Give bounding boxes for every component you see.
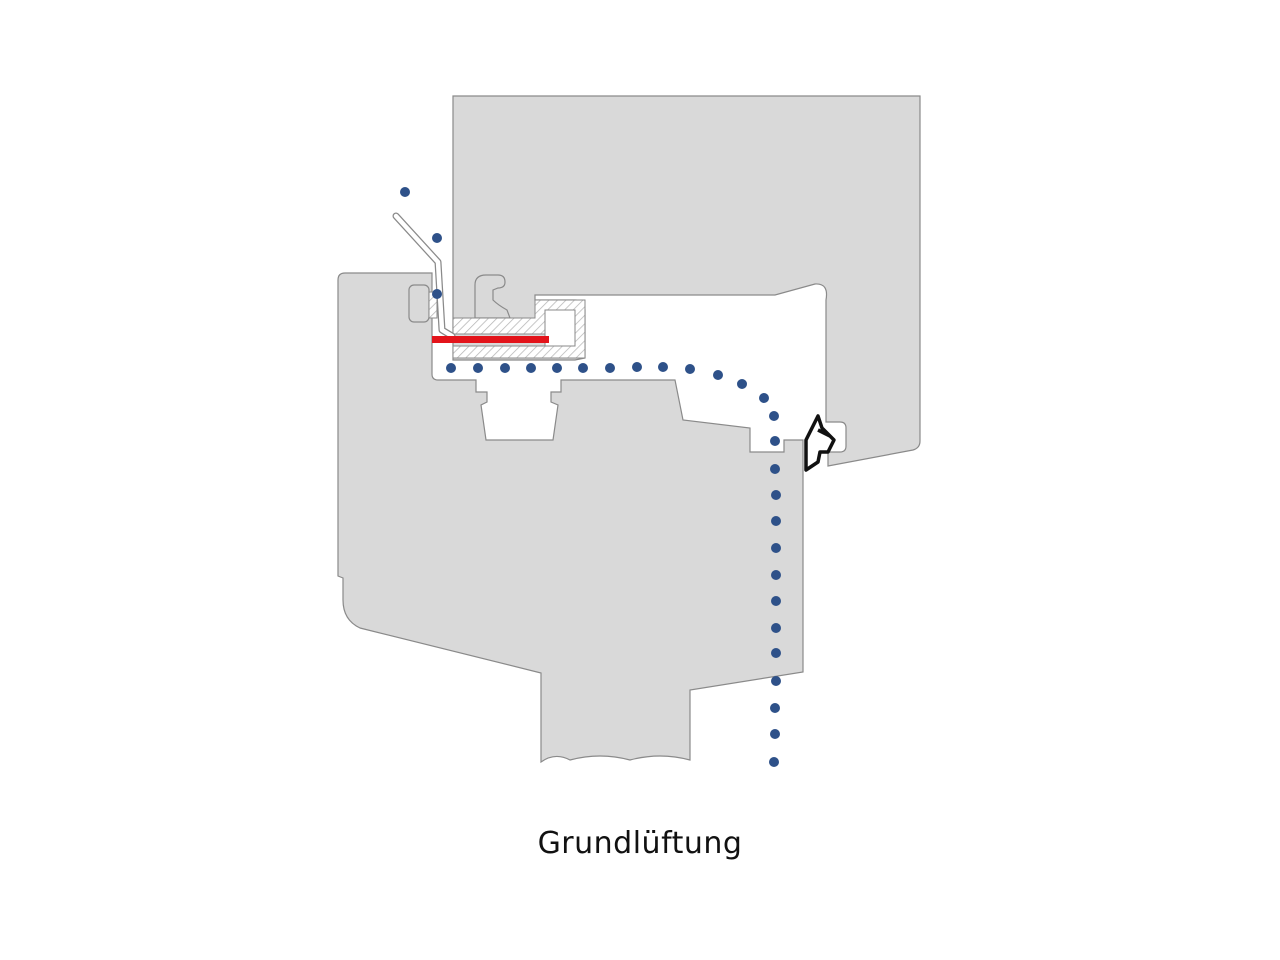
airflow-dot	[770, 729, 780, 739]
airflow-dot	[771, 570, 781, 580]
red-strip	[432, 336, 549, 343]
airflow-path	[400, 187, 781, 767]
gasket	[804, 414, 836, 472]
airflow-dot	[578, 363, 588, 373]
airflow-dot	[632, 362, 642, 372]
airflow-dot	[771, 543, 781, 553]
airflow-dot	[605, 363, 615, 373]
airflow-dot	[771, 676, 781, 686]
airflow-dot	[769, 757, 779, 767]
airflow-dot	[432, 233, 442, 243]
airflow-dot	[658, 362, 668, 372]
airflow-dot	[759, 393, 769, 403]
sash-hook	[474, 274, 511, 319]
airflow-dot	[446, 363, 456, 373]
frame-profile	[337, 272, 804, 764]
airflow-dot	[771, 596, 781, 606]
airflow-dot	[713, 370, 723, 380]
airflow-dot	[685, 364, 695, 374]
airflow-dot	[432, 289, 442, 299]
airflow-dot	[737, 379, 747, 389]
airflow-dot	[526, 363, 536, 373]
airflow-dot	[769, 411, 779, 421]
airflow-dot	[473, 363, 483, 373]
airflow-dot	[500, 363, 510, 373]
airflow-dot	[771, 490, 781, 500]
airflow-dot	[770, 436, 780, 446]
airflow-dot	[771, 623, 781, 633]
frame-clip	[408, 284, 430, 323]
airflow-dot	[770, 464, 780, 474]
airflow-dot	[771, 516, 781, 526]
diagram-caption: Grundlüftung	[537, 826, 743, 861]
vent-insert-inner	[544, 309, 576, 347]
sash-profile	[452, 95, 921, 467]
airflow-dot	[770, 703, 780, 713]
airflow-dot	[400, 187, 410, 197]
airflow-dot	[552, 363, 562, 373]
airflow-dot	[771, 648, 781, 658]
